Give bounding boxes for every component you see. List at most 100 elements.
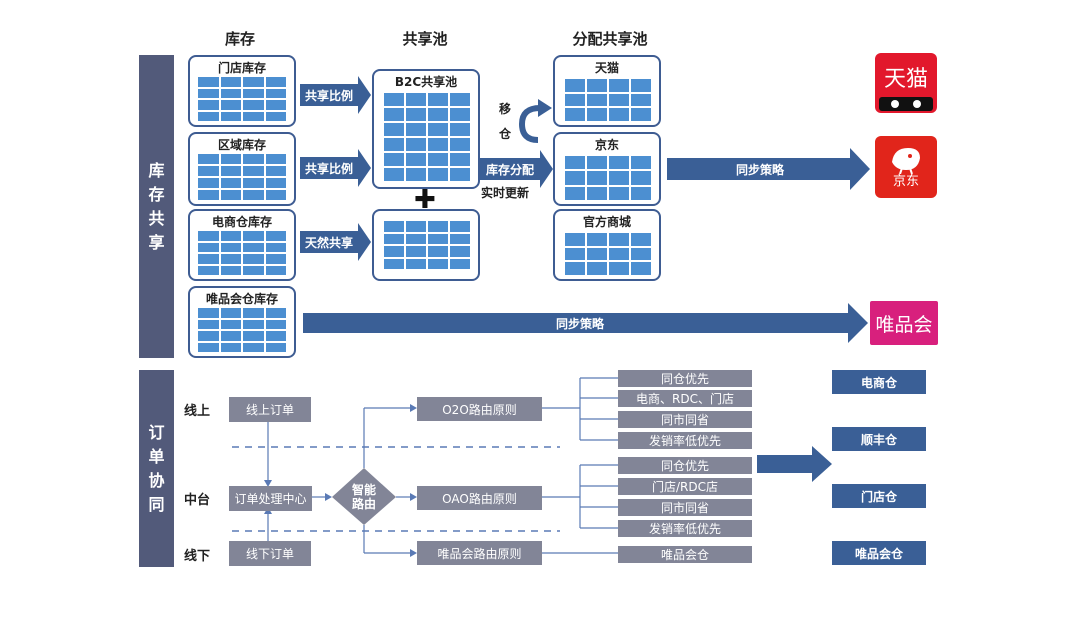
header-pool: 共享池 bbox=[402, 30, 448, 48]
grid-cell bbox=[243, 166, 264, 176]
grid-cell bbox=[220, 331, 241, 341]
arrow-natural-share bbox=[300, 223, 371, 261]
grid-cell bbox=[406, 138, 426, 151]
grid-cell bbox=[565, 233, 585, 246]
realtime-update-label: 实时更新 bbox=[481, 186, 530, 200]
offline-order-box: 线下订单 bbox=[229, 541, 311, 566]
grid-cell bbox=[243, 77, 264, 87]
online-order-box: 线上订单 bbox=[229, 397, 311, 422]
grid-cell bbox=[265, 178, 286, 188]
grid-cell bbox=[450, 138, 470, 151]
jd-logo-text: 京东 bbox=[892, 174, 919, 189]
grid-cell bbox=[243, 342, 264, 352]
grid-cell bbox=[243, 88, 264, 98]
grid-cell bbox=[220, 77, 241, 87]
grid-cell bbox=[265, 254, 286, 264]
panel-title: 唯品会仓库存 bbox=[205, 292, 278, 306]
grid-cell bbox=[450, 153, 470, 166]
grid-cell bbox=[198, 254, 219, 264]
grid-cell bbox=[265, 111, 286, 121]
grid-cell bbox=[265, 88, 286, 98]
panel-title: 京东 bbox=[594, 138, 619, 152]
grid-cell bbox=[631, 79, 651, 92]
grid-cell bbox=[220, 231, 241, 241]
grid-cell bbox=[428, 108, 448, 121]
grid-cell bbox=[609, 156, 629, 170]
grid-cell bbox=[243, 242, 264, 252]
grid-cell bbox=[631, 156, 651, 170]
panel-pool-2 bbox=[372, 209, 480, 281]
panel-title: 天猫 bbox=[594, 61, 619, 75]
grid-cell bbox=[265, 100, 286, 110]
grid-cell bbox=[243, 319, 264, 329]
grid-cell bbox=[384, 221, 404, 232]
oao-item: 发销率低优先 bbox=[618, 520, 752, 537]
tmall-logo: 天猫 bbox=[875, 53, 937, 113]
arrow-sync-2 bbox=[303, 303, 868, 343]
grid-cell bbox=[587, 186, 607, 200]
panel-b2c-pool: B2C共享池 bbox=[372, 69, 480, 189]
order-center-box: 订单处理中心 bbox=[229, 486, 312, 511]
alloc-grid bbox=[565, 233, 651, 275]
grid-cell bbox=[243, 331, 264, 341]
grid-cell bbox=[565, 108, 585, 121]
grid-cell bbox=[609, 79, 629, 92]
grid-cell bbox=[265, 308, 286, 318]
row-online: 线上 bbox=[184, 404, 211, 419]
grid-cell bbox=[198, 190, 219, 200]
panel-tmall: 天猫 bbox=[553, 55, 661, 127]
grid-cell bbox=[428, 258, 448, 269]
grid-cell bbox=[265, 265, 286, 275]
panel-title: B2C共享池 bbox=[394, 75, 458, 89]
pool-grid bbox=[384, 93, 470, 181]
grid-cell bbox=[450, 108, 470, 121]
grid-cell bbox=[428, 138, 448, 151]
grid-cell bbox=[631, 171, 651, 185]
grid-cell bbox=[428, 221, 448, 232]
inventory-grid bbox=[198, 154, 286, 200]
grid-cell bbox=[565, 156, 585, 170]
grid-cell bbox=[243, 100, 264, 110]
tmall-cat-icon bbox=[879, 97, 933, 111]
oao-item: 同仓优先 bbox=[618, 457, 752, 474]
grid-cell bbox=[587, 233, 607, 246]
grid-cell bbox=[220, 242, 241, 252]
grid-cell bbox=[406, 246, 426, 257]
grid-cell bbox=[428, 93, 448, 106]
vip-logo: 唯品会 bbox=[870, 301, 938, 345]
grid-cell bbox=[587, 262, 607, 275]
grid-cell bbox=[406, 168, 426, 181]
grid-cell bbox=[198, 242, 219, 252]
o2o-item: 同仓优先 bbox=[618, 370, 752, 387]
grid-cell bbox=[565, 186, 585, 200]
grid-cell bbox=[384, 153, 404, 166]
grid-cell bbox=[198, 342, 219, 352]
grid-cell bbox=[609, 93, 629, 107]
grid-cell bbox=[450, 123, 470, 136]
grid-cell bbox=[565, 93, 585, 107]
grid-cell bbox=[220, 265, 241, 275]
grid-cell bbox=[198, 331, 219, 341]
grid-cell bbox=[450, 221, 470, 232]
alloc-grid bbox=[565, 156, 651, 200]
grid-cell bbox=[631, 186, 651, 200]
grid-cell bbox=[565, 79, 585, 92]
o2o-item: 同市同省 bbox=[618, 411, 752, 428]
alloc-grid bbox=[565, 79, 651, 121]
inventory-grid bbox=[198, 77, 286, 121]
grid-cell bbox=[406, 233, 426, 244]
smart-route-line1: 智能 bbox=[351, 483, 376, 497]
arrow-move-warehouse bbox=[518, 105, 541, 143]
grid-cell bbox=[243, 254, 264, 264]
grid-cell bbox=[609, 262, 629, 275]
oao-item: 同市同省 bbox=[618, 499, 752, 516]
panel-store-inventory: 门店库存 bbox=[188, 55, 296, 127]
grid-cell bbox=[220, 308, 241, 318]
share-ratio-label-1: 共享比例 bbox=[304, 88, 353, 103]
oao-rule-box: OAO路由原则 bbox=[417, 486, 542, 510]
move-label-b: 仓 bbox=[499, 127, 512, 141]
smart-route-diamond bbox=[332, 468, 396, 525]
grid-cell bbox=[450, 93, 470, 106]
panel-title: 电商仓库存 bbox=[211, 215, 272, 229]
